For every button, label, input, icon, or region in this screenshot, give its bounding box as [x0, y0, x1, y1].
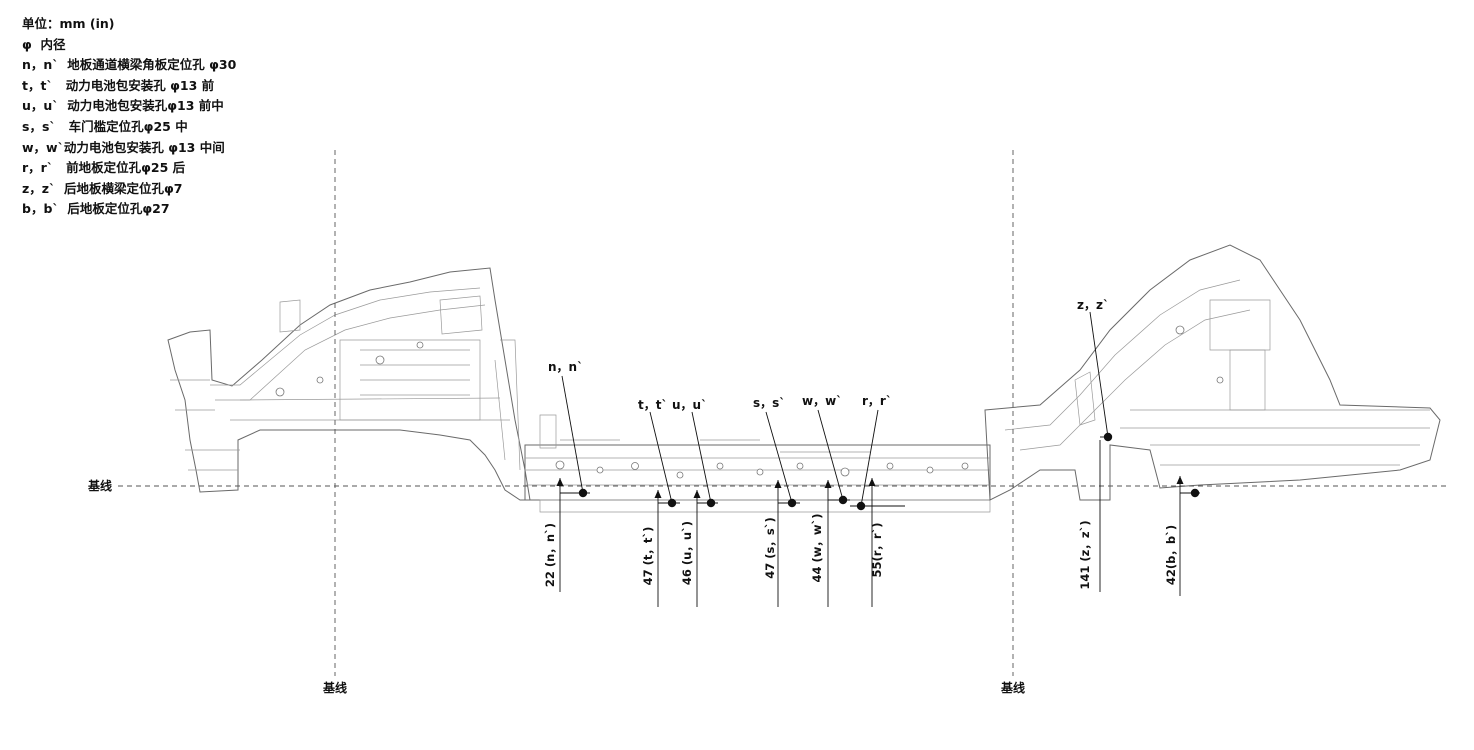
legend-units: 单位：mm (in) — [22, 16, 115, 31]
legend-diameter: φ 内径 — [22, 36, 66, 52]
point-label-r: r，r` — [862, 394, 892, 408]
point-w — [838, 495, 848, 505]
legend-item-t: t，t` 动力电池包安装孔 φ13 前 — [22, 77, 215, 93]
vehicle-frame-drawing — [167, 244, 1441, 513]
dim-label-r: 55(r，r`) — [870, 522, 884, 577]
legend-item-s: s，s` 车门槛定位孔φ25 中 — [22, 118, 188, 134]
legend-item-w: w，w`动力电池包安装孔 φ13 中间 — [22, 139, 225, 155]
dim-label-t: 47 (t，t`) — [641, 527, 655, 586]
dimension-arrows — [556, 476, 1184, 498]
point-label-u: u，u` — [672, 398, 707, 412]
baseline-label-rear: 基线 — [1000, 680, 1025, 695]
point-s — [787, 498, 797, 508]
point-n — [578, 488, 588, 498]
dimension-lines — [559, 436, 1200, 607]
point-t — [667, 498, 677, 508]
dim-label-b: 42(b，b`) — [1164, 525, 1178, 585]
point-label-t: t，t` — [638, 398, 667, 412]
point-label-n: n，n` — [548, 360, 583, 374]
dim-label-s: 47 (s，s`) — [763, 517, 777, 578]
point-b — [1190, 488, 1200, 498]
baseline-label-horizontal: 基线 — [87, 478, 112, 493]
leader-lines — [561, 311, 1109, 507]
dim-label-w: 44 (w，w`) — [810, 513, 824, 582]
legend-item-n: n，n` 地板通道横梁角板定位孔 φ30 — [22, 57, 237, 73]
point-z — [1103, 432, 1113, 442]
legend-item-b: b，b` 后地板定位孔φ27 — [22, 201, 170, 217]
point-r — [856, 501, 866, 511]
measurement-points — [578, 432, 1200, 511]
dim-label-u: 46 (u，u`) — [680, 521, 694, 585]
sill-holes — [275, 325, 1224, 479]
point-label-s: s，s` — [753, 396, 785, 410]
point-u — [706, 498, 716, 508]
point-label-z: z，z` — [1077, 298, 1109, 312]
legend-item-u: u，u` 动力电池包安装孔φ13 前中 — [22, 98, 224, 114]
baseline-label-front: 基线 — [322, 680, 347, 695]
dim-label-n: 22 (n，n`) — [543, 523, 557, 587]
legend-item-z: z，z` 后地板横梁定位孔φ7 — [22, 180, 183, 196]
dim-label-z: 141 (z，z`) — [1078, 520, 1092, 589]
point-label-w: w，w` — [802, 394, 842, 408]
legend: 单位：mm (in) φ 内径 n，n` 地板通道横梁角板定位孔 φ30 t，t… — [22, 14, 342, 220]
legend-item-r: r，r` 前地板定位孔φ25 后 — [22, 160, 186, 176]
